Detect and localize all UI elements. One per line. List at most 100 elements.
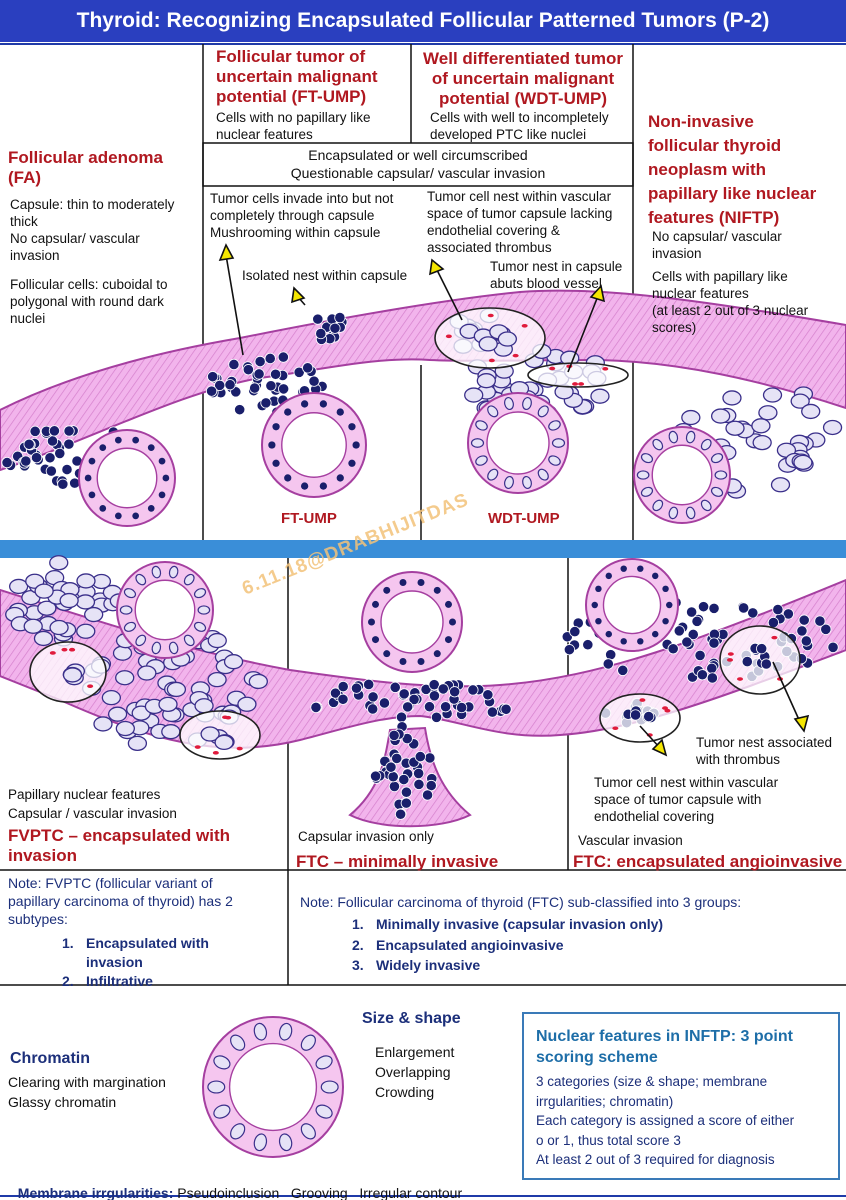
nucleus-dot xyxy=(400,797,412,809)
pale-nucleus xyxy=(49,619,69,636)
red-cell xyxy=(737,677,744,681)
pale-nucleus xyxy=(107,706,128,722)
ftc-note: Note: Follicular carcinoma of thyroid (F… xyxy=(300,894,742,910)
nucleus-dot xyxy=(147,444,155,451)
nucleus-dot xyxy=(500,703,512,715)
nucleus-dot xyxy=(264,352,276,365)
nucleus-dot xyxy=(605,630,612,638)
callout-arrows xyxy=(218,243,810,757)
pale-nucleus xyxy=(751,418,771,434)
pale-nucleus xyxy=(497,331,518,347)
follicle-lumen xyxy=(96,447,158,509)
nucleus-dot xyxy=(363,678,375,691)
red-cell xyxy=(488,358,495,363)
pale-nucleus xyxy=(101,690,122,706)
nucleus-dot xyxy=(617,664,629,676)
red-cell xyxy=(512,353,519,358)
red-cell xyxy=(212,751,219,755)
nucleus-dot xyxy=(413,778,425,790)
pale-nucleus xyxy=(522,396,532,411)
pale-nucleus xyxy=(640,486,654,497)
nucleus-dot xyxy=(319,482,328,490)
nucleus-dot xyxy=(1,457,13,469)
pale-nucleus xyxy=(207,1080,226,1094)
nucleus-dot xyxy=(706,672,718,684)
nucleus-dot xyxy=(694,649,706,662)
pale-nucleus xyxy=(23,618,43,634)
pale-nucleus xyxy=(640,453,654,464)
red-cell xyxy=(236,746,243,751)
nucleus-dot xyxy=(402,701,414,713)
pale-nucleus xyxy=(700,438,712,451)
follicle-lumen xyxy=(651,444,713,506)
nucleus-dot xyxy=(772,603,784,616)
pale-nucleus xyxy=(135,573,147,586)
pale-nucleus xyxy=(725,420,745,436)
nucleus-dot xyxy=(444,600,452,608)
nucleus-dot xyxy=(444,636,452,644)
pale-nucleus xyxy=(278,1133,293,1152)
nucleus-dot xyxy=(433,586,441,594)
nucleus-dot xyxy=(378,697,391,709)
nucleus-dot xyxy=(398,773,410,786)
red-cell xyxy=(194,745,201,749)
nucleus-dot xyxy=(234,404,246,416)
pale-nucleus xyxy=(652,438,664,451)
nucleus-dot xyxy=(595,585,602,593)
nucleus-dot xyxy=(741,655,753,668)
capsule-band xyxy=(0,289,846,472)
nucleus-dot xyxy=(253,368,265,380)
pale-nucleus xyxy=(207,632,227,649)
pale-nucleus xyxy=(115,670,135,686)
red-cell xyxy=(664,708,671,713)
pale-nucleus xyxy=(320,1080,339,1094)
pale-nucleus xyxy=(168,565,179,579)
red-cell xyxy=(445,334,452,339)
pale-nucleus xyxy=(537,405,549,418)
nucleus-dot xyxy=(662,617,669,625)
pale-nucleus xyxy=(801,403,821,420)
pale-nucleus xyxy=(793,454,813,471)
nucleus-dot xyxy=(63,438,75,450)
pale-nucleus xyxy=(710,408,731,424)
nucleus-dot xyxy=(44,452,56,464)
nucleus-dot xyxy=(391,752,403,765)
follicle-lumen xyxy=(380,590,444,654)
list-item: 3.Widely invasive xyxy=(352,957,481,973)
pale-nucleus xyxy=(668,506,679,520)
nucleus-dot xyxy=(388,729,400,742)
nucleus-dot xyxy=(827,641,839,653)
nucleus-dot xyxy=(224,379,236,391)
list-item: 2.Encapsulated angioinvasive xyxy=(352,936,564,953)
pale-nucleus xyxy=(668,430,679,444)
pale-nucleus xyxy=(300,1034,316,1051)
nucleus-dot xyxy=(605,649,617,661)
nucleus-dot xyxy=(666,601,673,609)
nucleus-dot xyxy=(268,441,276,449)
nucleus-dot xyxy=(329,322,341,334)
nucleus-dot xyxy=(417,579,425,587)
red-cell xyxy=(61,647,68,652)
pale-nucleus xyxy=(700,499,712,512)
nucleus-dot xyxy=(99,505,107,512)
nucleus-dot xyxy=(372,600,380,608)
pale-nucleus xyxy=(76,623,96,639)
nucleus-dot xyxy=(800,635,812,647)
pale-nucleus xyxy=(487,405,499,418)
pale-nucleus xyxy=(464,387,484,403)
nucleus-dot xyxy=(629,709,642,721)
pale-nucleus xyxy=(34,583,54,599)
nucleus-dot xyxy=(456,701,468,714)
pale-nucleus xyxy=(223,654,244,670)
pale-nucleus xyxy=(59,592,79,609)
nucleus-dot xyxy=(637,565,644,572)
pale-nucleus xyxy=(475,420,488,431)
nucleus-dot xyxy=(428,679,440,691)
ftump-callout: Isolated nest within capsule xyxy=(242,268,408,283)
